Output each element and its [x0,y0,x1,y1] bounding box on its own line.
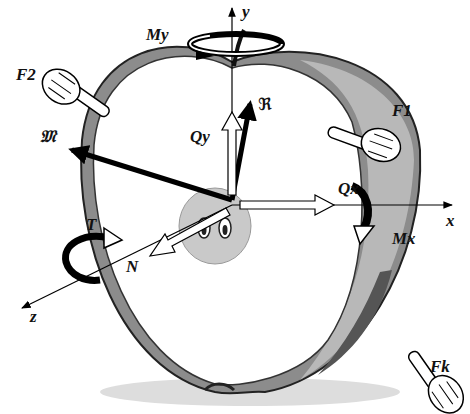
pointing-hand [36,62,115,131]
z-axis [22,205,232,308]
force-label: Qy [190,128,210,145]
seed-dot [223,225,228,235]
my-moment [190,34,282,54]
moment-label: T [86,216,96,233]
t-arrowhead [104,228,122,248]
axis-label: x [446,212,455,229]
apple-navel [205,384,234,390]
my-moment-highlight [190,34,282,54]
pointing-hand [325,111,405,166]
mx-arrowhead [354,226,374,244]
force-label: Fk [430,358,450,375]
force-label: N [126,258,138,275]
qy-arrow [222,112,242,195]
moment-label: Mx [392,230,416,247]
my-arrowhead [196,50,214,60]
force-label: F2 [16,66,36,83]
moment-vector [72,150,232,200]
force-label: F1 [392,102,412,119]
moment-label: My [146,26,169,43]
axis-label: y [242,3,250,20]
pointing-hand [402,341,470,414]
n-arrow [150,208,230,256]
qx-arrow [240,195,334,215]
apple-skin [81,47,420,394]
seed [219,218,231,238]
axis-label: z [30,308,37,325]
force-label: Qx [338,180,359,197]
cut-face [93,56,362,384]
moment-label: 𝔐 [40,128,56,145]
force-label: ℜ [258,96,272,113]
